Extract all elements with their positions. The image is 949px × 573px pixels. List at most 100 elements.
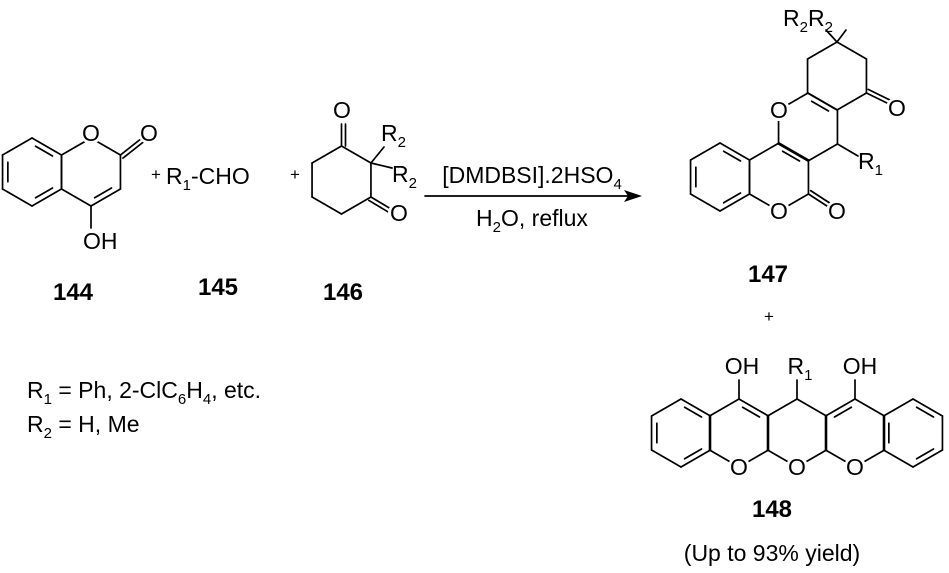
bond: [31, 188, 63, 207]
bond: [34, 187, 54, 199]
bond: [915, 448, 935, 460]
hydroxyl-label: OH: [843, 353, 878, 379]
compound-146: O O R2 R2 146: [323, 97, 417, 306]
compound-number-146: 146: [323, 279, 363, 306]
bond: [809, 189, 834, 206]
atom-o: O: [390, 200, 408, 226]
atom-o: O: [846, 454, 864, 480]
bond: [722, 192, 742, 204]
bond: [1, 137, 33, 156]
bond: [722, 150, 742, 162]
bond: [778, 142, 810, 161]
bond: [311, 145, 343, 164]
bond: [1, 188, 33, 207]
bond: [650, 449, 682, 468]
bond: [119, 137, 143, 156]
bond: [650, 398, 682, 417]
bond: [683, 448, 703, 460]
atom-o: O: [788, 454, 806, 480]
bond: [810, 100, 830, 112]
bond: [836, 92, 868, 111]
bond: [689, 142, 721, 161]
bond: [122, 140, 146, 159]
bond: [806, 92, 838, 111]
bond: [680, 398, 712, 417]
bond: [60, 188, 92, 207]
bond: [915, 406, 935, 418]
compound-144: O O OH 144: [53, 120, 160, 306]
atom-o: O: [140, 120, 158, 146]
r1-label: R1: [788, 353, 813, 384]
bond: [836, 41, 868, 60]
bond: [777, 143, 809, 162]
bond: [807, 193, 831, 209]
bond: [836, 143, 859, 157]
bond: [370, 162, 393, 169]
bond: [836, 29, 847, 43]
bond: [796, 398, 828, 417]
bond: [719, 142, 751, 161]
bond: [741, 406, 761, 418]
bond: [854, 398, 886, 417]
bond: [748, 142, 780, 161]
hydroxyl-label: OH: [725, 353, 760, 379]
atom-o: O: [888, 95, 906, 121]
bond: [806, 41, 838, 60]
compound-number-144: 144: [53, 279, 94, 306]
compound-number-145: 145: [198, 274, 238, 301]
atom-o: O: [730, 454, 748, 480]
r2-definition: R2 = H, Me: [27, 411, 140, 442]
plus-sign: +: [290, 165, 300, 184]
solvent-conditions-label: H2O, reflux: [476, 205, 588, 236]
bond: [340, 145, 372, 164]
compound-148: OH R1 OH O O O 148: [725, 353, 878, 523]
yield-note: (Up to 93% yield): [684, 540, 860, 566]
r1-definition: R1 = Ph, 2-ClC6H4, etc.: [27, 377, 261, 408]
compound-number-148: 148: [752, 496, 792, 523]
bond: [824, 398, 856, 417]
aldehyde-formula: R1-CHO: [166, 163, 250, 194]
compound-number-147: 147: [748, 261, 788, 288]
catalyst-label: [DMDBSI].2HSO4: [442, 162, 622, 193]
compound-147: R2R2 O O O O R1 147: [748, 5, 908, 288]
atom-o: O: [770, 97, 788, 123]
r2r2-label: R2R2: [783, 5, 833, 36]
bond: [766, 398, 798, 417]
bond: [368, 199, 390, 214]
bond: [912, 449, 944, 468]
hydroxyl-label: OH: [83, 228, 118, 254]
r1-label: R1: [858, 148, 883, 179]
bond: [680, 449, 712, 468]
atom-o: O: [770, 198, 788, 224]
bond: [689, 193, 721, 212]
reaction-arrow: [424, 190, 642, 202]
bond: [882, 398, 914, 417]
bond: [719, 193, 751, 212]
plus-sign: +: [764, 307, 774, 326]
bond: [90, 188, 122, 207]
atom-o: O: [828, 198, 846, 224]
bond: [340, 196, 372, 215]
bond: [882, 449, 914, 468]
bond: [912, 398, 944, 417]
bond: [867, 88, 892, 102]
bond: [708, 398, 740, 417]
bond: [807, 143, 839, 162]
r2-label: R2: [381, 120, 406, 151]
atom-o: O: [333, 97, 351, 123]
bond-lines: [1, 29, 944, 468]
bond: [865, 92, 890, 105]
bond: [683, 406, 703, 418]
plus-sign: +: [151, 165, 161, 184]
bond: [825, 29, 838, 43]
compound-145: R1-CHO 145: [166, 163, 250, 301]
bond: [93, 187, 113, 199]
bond: [311, 196, 343, 215]
bond: [370, 196, 392, 210]
atom-o: O: [82, 120, 100, 146]
bond: [738, 398, 770, 417]
bond: [833, 406, 853, 418]
bond: [370, 146, 385, 164]
bond: [781, 150, 801, 162]
